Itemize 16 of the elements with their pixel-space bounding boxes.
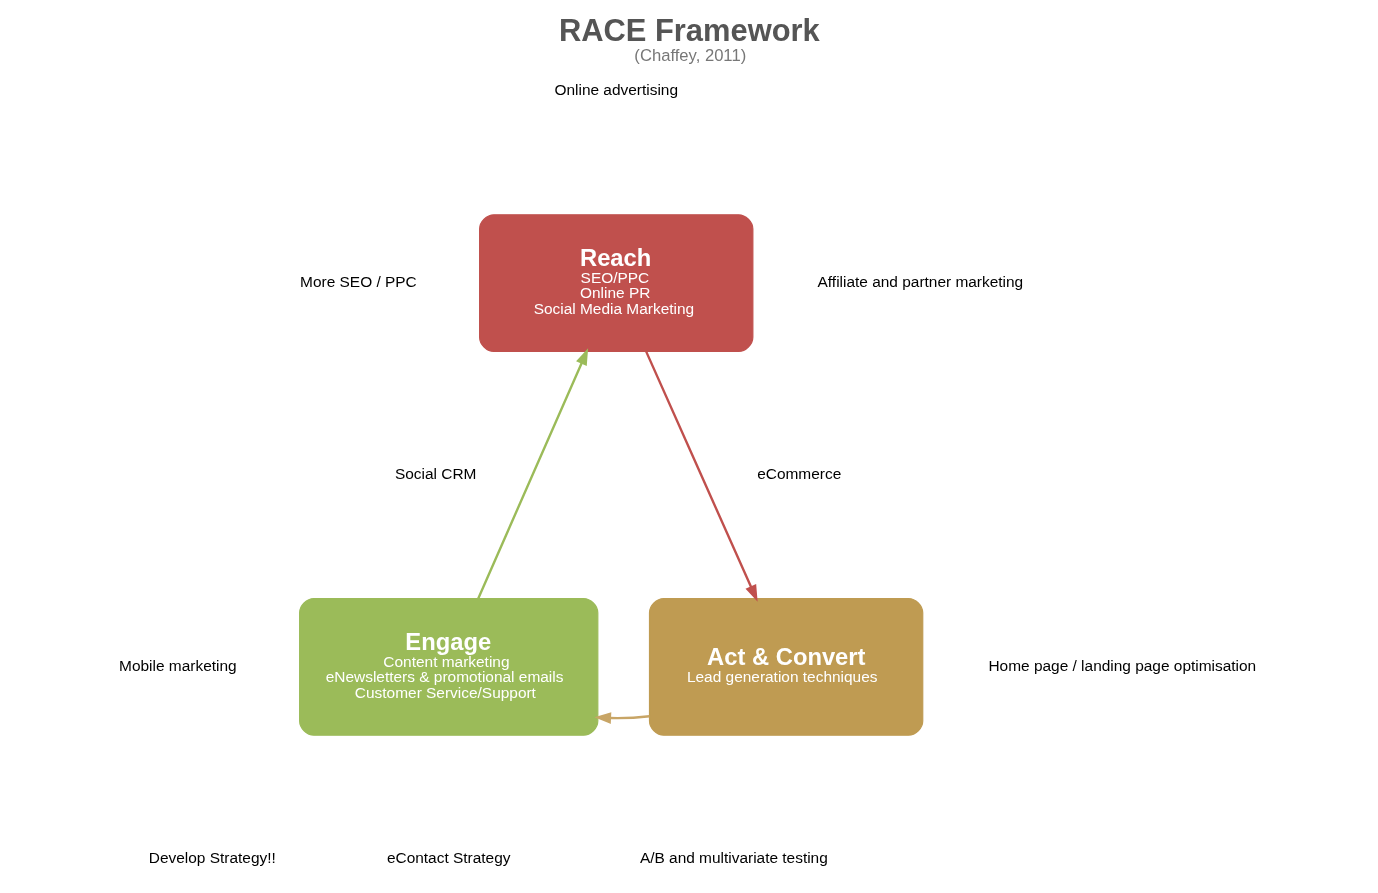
label: Online advertising bbox=[554, 81, 679, 99]
label: eCommerce bbox=[757, 465, 842, 483]
node-box: Engage Content marketing eNewsletters & promotional emails Customer Service/Support bbox=[299, 597, 599, 736]
arrow bbox=[594, 712, 650, 724]
label: Affiliate and partner marketing bbox=[817, 273, 1024, 291]
node-box: Act & Convert Lead generation techniques bbox=[648, 597, 924, 736]
label: A/B and multivariate testing bbox=[639, 848, 828, 866]
label: Social CRM bbox=[394, 465, 477, 483]
node-box: Reach SEO/PPC Online PR Social Media Marketing bbox=[479, 214, 754, 353]
label: More SEO / PPC bbox=[300, 273, 417, 291]
arrow bbox=[477, 348, 589, 599]
label: Develop Strategy!! bbox=[148, 848, 276, 866]
arrow bbox=[645, 351, 758, 602]
label: Home page / landing page optimisation bbox=[988, 656, 1257, 674]
label: Mobile marketing bbox=[119, 656, 237, 674]
label: eContact Strategy bbox=[386, 848, 511, 866]
